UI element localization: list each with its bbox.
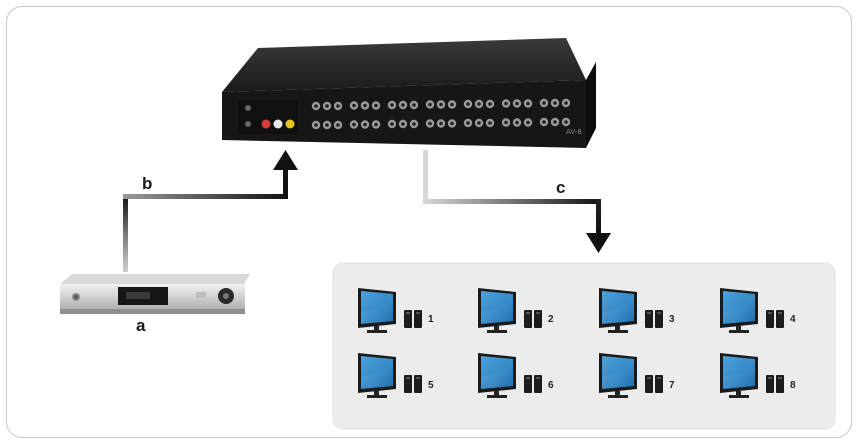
display-number-2: 2 <box>548 314 554 325</box>
display-panel <box>332 262 836 430</box>
display-number-6: 6 <box>548 380 554 391</box>
distribution-amplifier: AV-8 <box>222 38 596 148</box>
display-number-5: 5 <box>428 380 434 391</box>
arrow-b <box>123 150 298 272</box>
label-b: b <box>142 174 153 193</box>
monitor-grid <box>358 288 784 398</box>
monitor-2 <box>478 288 542 333</box>
display-number-1: 1 <box>428 314 434 325</box>
monitor-1 <box>358 288 422 333</box>
label-c: c <box>556 178 566 197</box>
rca-jack-grid <box>311 98 571 130</box>
monitor-6 <box>478 353 542 398</box>
set-top-box <box>60 274 250 314</box>
arrow-c <box>423 150 611 253</box>
monitor-4 <box>720 288 784 333</box>
display-number-3: 3 <box>669 314 675 325</box>
monitor-8 <box>720 353 784 398</box>
label-a: a <box>136 316 146 335</box>
svg-text:AV-8: AV-8 <box>566 128 582 136</box>
monitor-3 <box>599 288 663 333</box>
display-number-4: 4 <box>790 314 796 325</box>
display-number-8: 8 <box>790 380 796 391</box>
monitor-5 <box>358 353 422 398</box>
monitor-7 <box>599 353 663 398</box>
display-number-7: 7 <box>669 380 675 391</box>
